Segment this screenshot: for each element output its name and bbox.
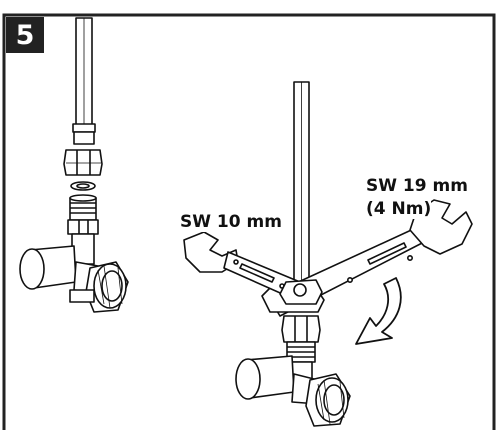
right-valve <box>235 315 351 427</box>
illustration-frame <box>2 13 496 430</box>
curved-arrow-icon <box>355 277 402 345</box>
left-wall-pipe-end <box>19 248 45 290</box>
step-number-badge: 5 <box>6 17 44 53</box>
right-assembly <box>293 81 310 289</box>
wrench-size-label-sw10: SW 10 mm <box>180 212 282 232</box>
left-assembly <box>19 17 129 313</box>
wrench-sw10 <box>183 231 323 305</box>
wrench-size-label-sw19: SW 19 mm <box>366 176 468 196</box>
left-union-nut <box>63 149 103 176</box>
right-wall-pipe-end <box>235 358 261 400</box>
torque-label: (4 Nm) <box>366 199 432 219</box>
